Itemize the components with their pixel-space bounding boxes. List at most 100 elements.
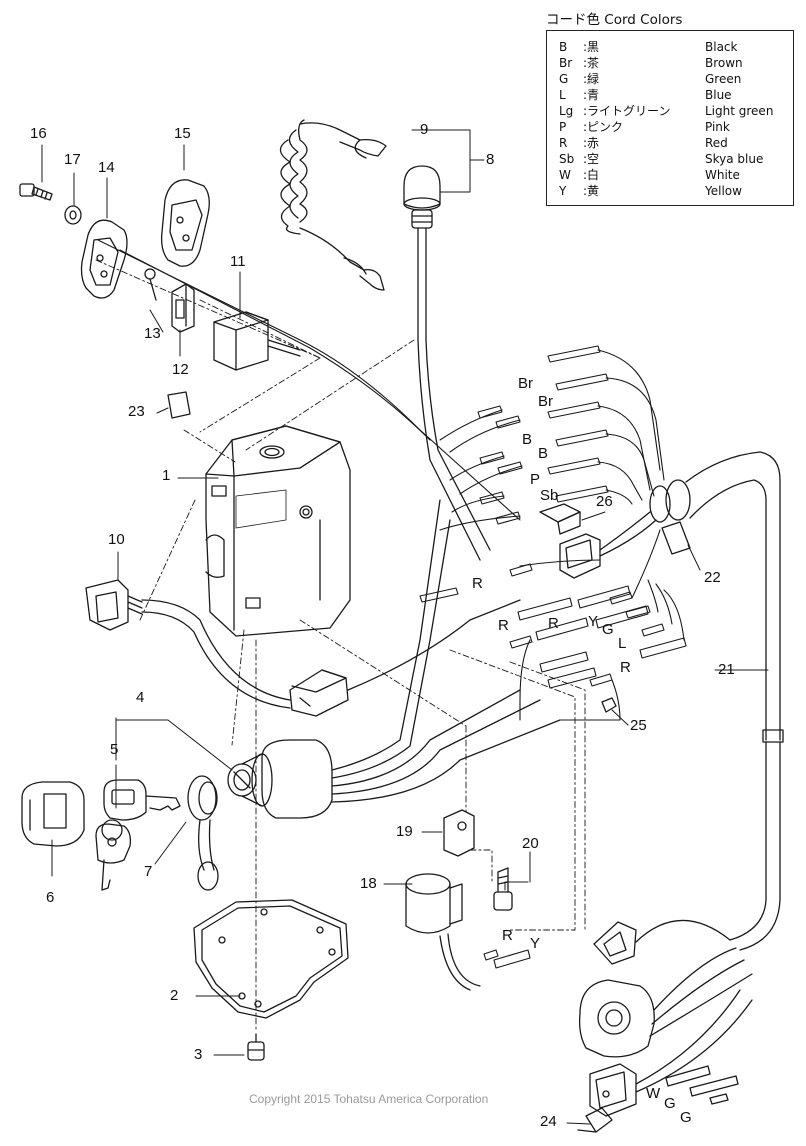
wire-label: R <box>620 659 631 676</box>
callout-17: 17 <box>64 151 81 168</box>
wire-label: R <box>548 615 559 632</box>
legend-code: L <box>559 88 566 102</box>
legend-en: Black <box>705 40 738 54</box>
wire-label: Sb <box>540 487 559 504</box>
wire-label: L <box>618 635 627 652</box>
part-15-plate <box>160 179 210 267</box>
legend-row: G :緑 Green <box>547 71 795 87</box>
part-16-bolt <box>19 183 53 201</box>
wire-label: W <box>646 1085 661 1102</box>
legend-row: W :白 White <box>547 167 795 183</box>
wire-label: Y <box>588 613 599 630</box>
callout-10: 10 <box>108 531 125 548</box>
legend-code: P <box>559 120 567 134</box>
part-19-bracket <box>443 809 475 857</box>
callout-19: 19 <box>396 823 413 840</box>
legend-en: Skya blue <box>705 152 764 166</box>
callout-23: 23 <box>128 403 145 420</box>
legend-row: L :青 Blue <box>547 87 795 103</box>
wire-label: R <box>472 575 483 592</box>
callout-7: 7 <box>144 863 153 880</box>
bullet-terminals <box>439 345 665 531</box>
part-8-stop-switch <box>403 165 491 561</box>
callout-15: 15 <box>174 125 191 142</box>
wire-label: B <box>522 431 533 448</box>
legend-title: コード色 Cord Colors <box>546 12 683 28</box>
part-7-cap <box>187 775 219 891</box>
legend-jp: :ピンク <box>583 120 624 134</box>
callout-24: 24 <box>540 1113 557 1130</box>
legend-row: Lg :ライトグリーン Light green <box>547 103 795 119</box>
wire-label: G <box>602 621 614 638</box>
callout-5: 5 <box>110 741 119 758</box>
callout-9: 9 <box>420 121 429 138</box>
part-4-key-switch <box>227 499 561 819</box>
bottom-right-connectors <box>577 919 753 1133</box>
callout-13: 13 <box>144 325 161 342</box>
callout-12: 12 <box>172 361 189 378</box>
harness-connector-right <box>559 511 657 579</box>
callout-26: 26 <box>596 493 613 510</box>
part-21-harness <box>649 451 784 951</box>
legend-en: White <box>705 168 740 182</box>
part-9-lanyard <box>279 119 387 291</box>
part-17-washer <box>64 205 82 225</box>
legend-en: Light green <box>705 104 774 118</box>
legend-jp: :青 <box>583 88 600 102</box>
legend-en: Yellow <box>705 184 742 198</box>
cord-color-legend: B :黒 Black Br :茶 Brown G :緑 Green L :青 B… <box>546 30 794 206</box>
part-3-screw <box>247 1033 265 1061</box>
part-18-buzzer <box>405 873 481 991</box>
callout-22: 22 <box>704 569 721 586</box>
legend-row: Sb :空 Skya blue <box>547 151 795 167</box>
callout-2: 2 <box>170 987 179 1004</box>
legend-en: Green <box>705 72 742 86</box>
legend-en: Brown <box>705 56 743 70</box>
wire-label: G <box>664 1095 676 1112</box>
legend-row: B :黒 Black <box>547 39 795 55</box>
wire-label: P <box>530 471 541 488</box>
callout-25: 25 <box>630 717 647 734</box>
legend-row: Y :黄 Yellow <box>547 183 795 199</box>
legend-jp: :茶 <box>583 56 600 70</box>
legend-jp: :白 <box>583 168 600 182</box>
harness-connector-mid <box>289 599 521 717</box>
legend-en: Red <box>705 136 728 150</box>
callout-3: 3 <box>194 1046 203 1063</box>
part-5-keys <box>95 779 181 891</box>
wire-label: G <box>680 1109 692 1126</box>
alignment-lines <box>95 259 586 1031</box>
legend-code: Br <box>559 56 573 70</box>
legend-code: B <box>559 40 568 54</box>
legend-en: Pink <box>705 120 730 134</box>
callout-21: 21 <box>718 661 735 678</box>
callout-16: 16 <box>30 125 47 142</box>
wire-label: B <box>538 445 549 462</box>
legend-row: P :ピンク Pink <box>547 119 795 135</box>
part-13-screw <box>144 268 157 301</box>
callout-8: 8 <box>486 151 495 168</box>
part-22-pad <box>661 521 691 555</box>
wire-label: Br <box>518 375 533 392</box>
legend-code: Lg <box>559 104 574 118</box>
part-25-clip <box>601 697 617 713</box>
legend-row: Br :茶 Brown <box>547 55 795 71</box>
callout-4: 4 <box>136 689 145 706</box>
legend-jp: :ライトグリーン <box>583 104 671 118</box>
part-20-bolt <box>493 867 513 911</box>
part-6-rubber-cap <box>21 781 85 847</box>
part-1-switch-box <box>205 425 351 637</box>
callout-leaders <box>41 129 769 1125</box>
part-11-relay <box>213 311 301 371</box>
wire-label: R <box>502 927 513 944</box>
part-10-connector <box>85 579 291 709</box>
legend-code: Y <box>559 184 567 198</box>
legend-jp: :黒 <box>583 40 600 54</box>
legend-jp: :赤 <box>583 136 600 150</box>
part-23-label <box>167 391 191 419</box>
legend-jp: :空 <box>583 152 600 166</box>
lower-terminals <box>419 529 687 969</box>
callout-1: 1 <box>162 467 171 484</box>
